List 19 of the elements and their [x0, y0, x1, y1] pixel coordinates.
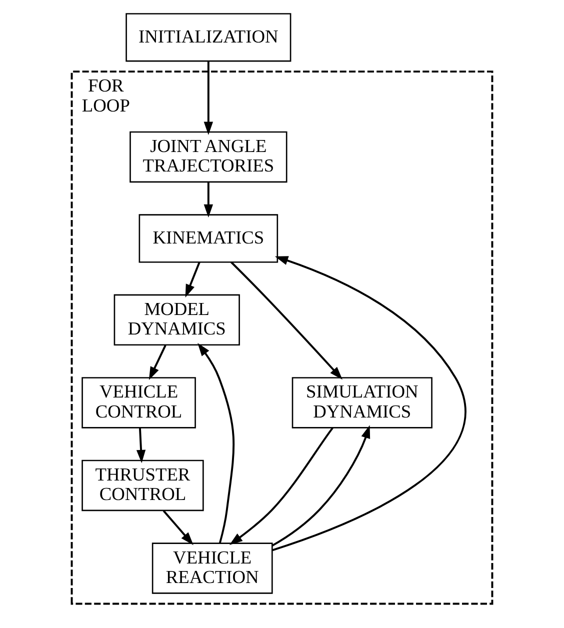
node-box: VEHICLE CONTROL	[82, 377, 196, 428]
arrow	[148, 344, 166, 380]
node-box: INITIALIZATION	[126, 13, 292, 62]
arrow	[162, 510, 194, 546]
arrow	[229, 427, 334, 545]
arrow	[204, 182, 214, 218]
node-box: KINEMATICS	[138, 214, 278, 263]
arrow	[204, 61, 214, 135]
node-box: VEHICLE REACTION	[152, 542, 273, 594]
node-box: MODEL DYNAMICS	[114, 294, 240, 346]
arrow	[198, 342, 235, 544]
arrow	[272, 425, 370, 547]
node-box: SIMULATION DYNAMICS	[292, 377, 432, 428]
node-box: JOINT ANGLE TRAJECTORIES	[130, 131, 288, 183]
arrow	[230, 261, 342, 380]
arrow	[136, 428, 146, 464]
node-box: THRUSTER CONTROL	[82, 460, 204, 512]
arrow	[185, 262, 200, 298]
arrow	[272, 256, 466, 552]
